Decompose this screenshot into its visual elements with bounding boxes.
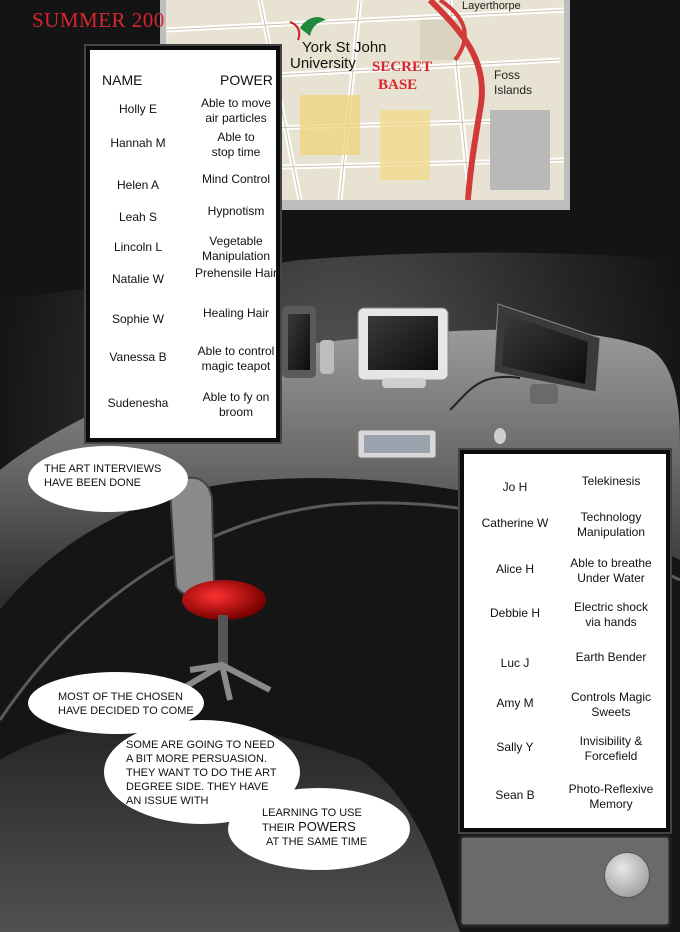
bubble3-line5: AN ISSUE WITH: [126, 795, 209, 807]
roster-power-line1: Able to fy on: [202, 390, 270, 404]
power-icon[interactable]: [604, 852, 650, 898]
roster-power-line1: Invisibility &: [579, 734, 643, 748]
bubble3-line1: SOME ARE GOING TO NEED: [126, 739, 275, 751]
speech-bubble-1: THE ART INTERVIEWS HAVE BEEN DONE: [28, 446, 188, 512]
roster-power-line1: Vegetable: [209, 234, 263, 248]
roster-power: Prehensile Hair: [184, 266, 288, 281]
map-label-layerthorpe: Layerthorpe: [462, 0, 521, 12]
roster-name: Sally Y: [496, 740, 534, 754]
roster-power-line2: Forcefield: [584, 749, 638, 763]
roster-power-line2: Under Water: [577, 571, 645, 585]
roster-name: Sudenesha: [107, 396, 169, 410]
roster-name: Alice H: [495, 562, 534, 576]
bubble4-line1: LEARNING TO USE: [262, 807, 362, 819]
roster-power-line2: stop time: [211, 145, 261, 159]
bubble3-line4: DEGREE SIDE. THEY HAVE: [126, 781, 269, 793]
roster-name: Leah S: [118, 210, 158, 224]
roster-power-line1: Controls Magic: [570, 690, 652, 704]
roster-name: Sophie W: [111, 312, 165, 326]
bubble1-line2: HAVE BEEN DONE: [44, 477, 141, 489]
bubble2-line2: HAVE DECIDED TO COME: [58, 705, 194, 717]
bubble2-line1: MOST OF THE CHOSEN: [58, 691, 183, 703]
roster-name: Helen A: [116, 178, 160, 192]
bubble4-powers: POWERS: [298, 819, 356, 834]
bubble3-line2: A BIT MORE PERSUASION.: [126, 753, 267, 765]
roster-power-line1: Photo-Reflexive: [568, 782, 654, 796]
roster-power-line2: broom: [218, 405, 253, 419]
roster-name: Amy M: [496, 696, 534, 710]
speech-bubble-4: LEARNING TO USE THEIR POWERS AT THE SAME…: [228, 788, 410, 870]
bubble1-line1: THE ART INTERVIEWS: [44, 463, 162, 475]
roster-name: Lincoln L: [113, 240, 163, 254]
header-power: POWER: [220, 72, 273, 88]
bubble4-line2: THEIR POWERS: [262, 820, 410, 835]
roster-power-line1: Hypnotism: [207, 204, 265, 218]
roster-name: Luc J: [500, 656, 530, 670]
map-label-foss-line2: Islands: [494, 83, 533, 97]
roster-power: Mind Control: [184, 172, 288, 187]
roster-name: Debbie H: [489, 606, 541, 620]
roster-power-line1: Earth Bender: [575, 650, 647, 664]
bubble4-their: THEIR: [262, 822, 299, 834]
roster-name: Holly E: [118, 102, 157, 116]
roster-power-line2: magic teapot: [201, 359, 271, 373]
map-label-foss: Foss Islands: [494, 68, 532, 98]
roster-power: Telekinesis: [558, 474, 664, 489]
roster-power: Invisibility &Forcefield: [558, 734, 664, 764]
university-logo-text: York St John University: [290, 40, 387, 72]
roster-power-line2: via hands: [585, 615, 637, 629]
map-label-foss-line1: Foss: [494, 68, 521, 82]
roster-power: Healing Hair: [184, 306, 288, 321]
roster-power-line1: Able to control: [197, 344, 275, 358]
roster-name: Hannah M: [110, 136, 166, 150]
page-title: SUMMER 200: [32, 8, 165, 32]
bubble4-line3: AT THE SAME TIME: [266, 836, 368, 848]
roster-power-line2: Memory: [589, 797, 633, 811]
roster-power-line1: Able to move: [200, 96, 272, 110]
secret-line2: BASE: [378, 77, 418, 93]
roster-name: Natalie W: [111, 272, 164, 286]
roster-name: Catherine W: [481, 516, 549, 530]
roster-power-line1: Telekinesis: [581, 474, 641, 488]
university-line1: York St John: [302, 39, 387, 56]
bubble3-line3: THEY WANT TO DO THE ART: [126, 767, 277, 779]
secret-base-label: SECRET BASE: [372, 58, 432, 94]
roster-power-line2: Manipulation: [576, 525, 646, 539]
roster-name: Sean B: [495, 788, 535, 802]
roster-power-line1: Able to breathe: [570, 556, 652, 570]
university-line2: University: [290, 55, 356, 72]
right-monitor: [449, 303, 601, 411]
left-monitor: [282, 306, 334, 378]
roster-power-line1: Mind Control: [201, 172, 271, 186]
mouse: [494, 428, 506, 444]
keyboard: [357, 429, 437, 459]
header-name: NAME: [102, 72, 143, 88]
roster-power-line2: Sweets: [591, 705, 631, 719]
roster-power-line2: Manipulation: [201, 249, 271, 263]
roster-power-line1: Electric shock: [573, 600, 649, 614]
roster-power-line1: Prehensile Hair: [194, 266, 278, 280]
roster-name: Jo H: [502, 480, 528, 494]
roster-power-line2: air particles: [205, 111, 267, 125]
roster-power: Earth Bender: [558, 650, 664, 665]
roster-power-line1: Able to: [217, 130, 255, 144]
center-monitor: [357, 307, 449, 388]
roster-power: Hypnotism: [184, 204, 288, 219]
roster-power-line1: Healing Hair: [202, 306, 270, 320]
roster-name: Vanessa B: [109, 350, 167, 364]
secret-line1: SECRET: [372, 59, 433, 75]
roster-power-line1: Technology: [580, 510, 642, 524]
